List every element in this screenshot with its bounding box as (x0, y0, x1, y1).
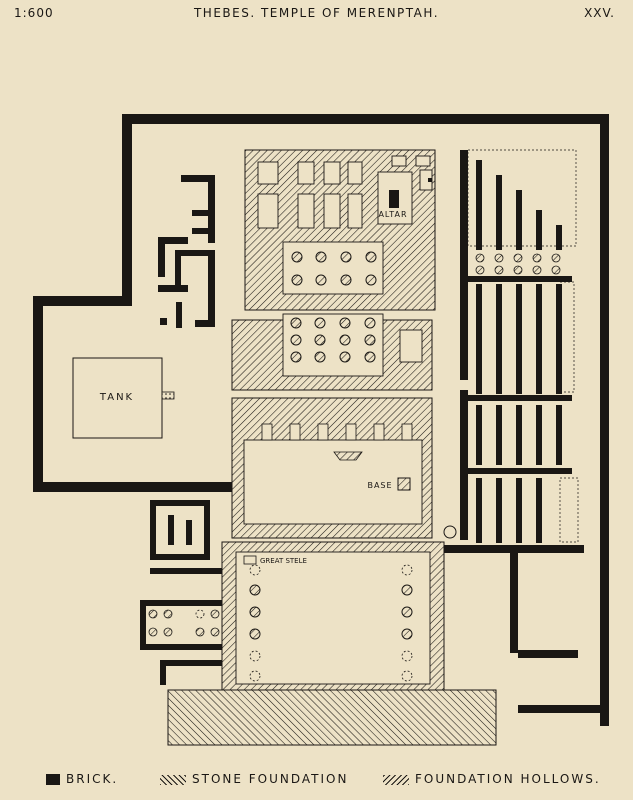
hypostyle-court (231, 313, 433, 391)
plate-title: THEBES. TEMPLE OF MERENPTAH. (193, 6, 440, 20)
legend-hollows: FOUNDATION HOLLOWS. (383, 772, 601, 786)
base-label: BASE (367, 481, 392, 490)
legend-stone-label: STONE FOUNDATION (192, 772, 349, 786)
great-stele-label: GREAT STELE (260, 557, 307, 565)
legend-hollows-label: FOUNDATION HOLLOWS. (415, 772, 601, 786)
middle-court: BASE (231, 397, 457, 539)
west-lower-column-outlines (195, 609, 205, 619)
legend-brick-label: BRICK. (66, 772, 119, 786)
west-lower-columns (148, 609, 220, 637)
legend-stone: STONE FOUNDATION (160, 772, 348, 786)
east-magazine-outlines (467, 149, 579, 543)
first-court: GREAT STELE (221, 541, 445, 691)
stone-swatch (160, 774, 186, 785)
outer-brick-wall (33, 114, 609, 726)
west-lower-chambers (140, 500, 222, 685)
plate-number: XXV. (584, 6, 615, 20)
magazine-column-row (475, 253, 561, 275)
tank-label: TANK (99, 392, 134, 403)
hollows-swatch (383, 774, 409, 785)
temple-plan: TANK (33, 114, 609, 746)
west-brick-chambers (158, 175, 215, 328)
legend: BRICK. STONE FOUNDATION FOUNDATION HOLLO… (0, 772, 633, 794)
upper-court: ALTAR (244, 149, 436, 311)
legend-brick: BRICK. (46, 772, 118, 786)
altar-label: ALTAR (378, 210, 407, 219)
pylon-foundation (167, 689, 497, 746)
scale-label: 1:600 (14, 6, 54, 20)
tank: TANK (72, 357, 175, 439)
east-magazines (444, 150, 600, 713)
brick-swatch (46, 774, 60, 785)
